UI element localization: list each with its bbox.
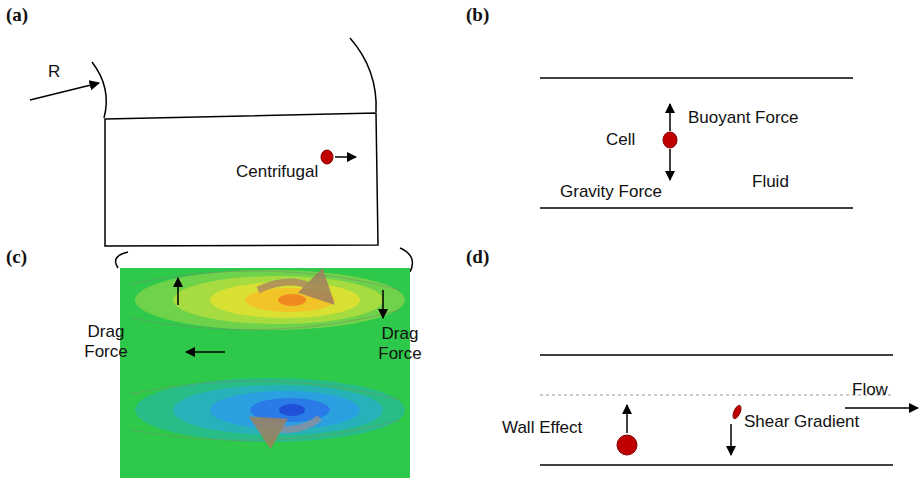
contour-line <box>130 381 400 400</box>
force-arrow <box>669 149 671 180</box>
channel-wall <box>540 354 893 356</box>
contour-field <box>120 268 410 478</box>
contour <box>210 282 360 318</box>
force-label: Wall Effect <box>502 418 582 438</box>
drag-arrow <box>382 290 384 318</box>
cell <box>321 150 333 164</box>
contour <box>210 391 360 429</box>
channel-wall <box>540 77 853 79</box>
force-arrow <box>626 405 628 433</box>
contour <box>173 385 383 435</box>
force-label: Drag Force <box>370 324 430 363</box>
gravity-panel <box>540 78 853 208</box>
force-label: Shear Gradient <box>744 412 859 432</box>
force-label: Buoyant Force <box>688 108 799 128</box>
centrifuge-panel <box>30 38 378 246</box>
force-arrow <box>335 156 356 158</box>
contour <box>278 294 306 306</box>
contour <box>135 378 405 442</box>
channel-box <box>105 113 378 246</box>
contour <box>135 270 405 330</box>
rotor-arc <box>92 62 106 118</box>
contour <box>279 404 305 416</box>
contour <box>173 276 383 324</box>
channel-wall <box>540 207 853 209</box>
contour-line <box>130 310 400 330</box>
inertial-panel <box>540 355 918 465</box>
rotor-arc <box>350 38 376 112</box>
flow-arrow <box>845 407 918 409</box>
panel-letter: (d) <box>466 246 489 268</box>
vortex-arrow <box>258 282 330 300</box>
force-label: Centrifugal <box>236 162 318 182</box>
panel-letter: (b) <box>466 4 489 26</box>
centerline <box>540 395 893 396</box>
cell-label: Cell <box>606 130 635 150</box>
force-label: Gravity Force <box>560 182 662 202</box>
radius-arrow <box>30 83 99 100</box>
radius-label: R <box>48 62 60 82</box>
cell <box>663 132 677 148</box>
drag-arrow <box>186 351 225 353</box>
cell <box>617 435 637 455</box>
force-arrow <box>669 104 671 131</box>
panel-letter: (c) <box>6 246 27 268</box>
force-arrow <box>730 424 732 455</box>
drag-arrow <box>177 278 179 305</box>
flow-label: Flow <box>852 380 888 400</box>
fluid-label: Fluid <box>752 172 789 192</box>
force-label: Drag Force <box>76 322 136 361</box>
vortex-arrow <box>255 418 320 430</box>
rotor-arc <box>116 252 128 268</box>
channel-wall <box>540 464 893 466</box>
dean-panel <box>116 248 413 478</box>
cell <box>731 404 742 419</box>
panel-letter: (a) <box>6 4 28 26</box>
